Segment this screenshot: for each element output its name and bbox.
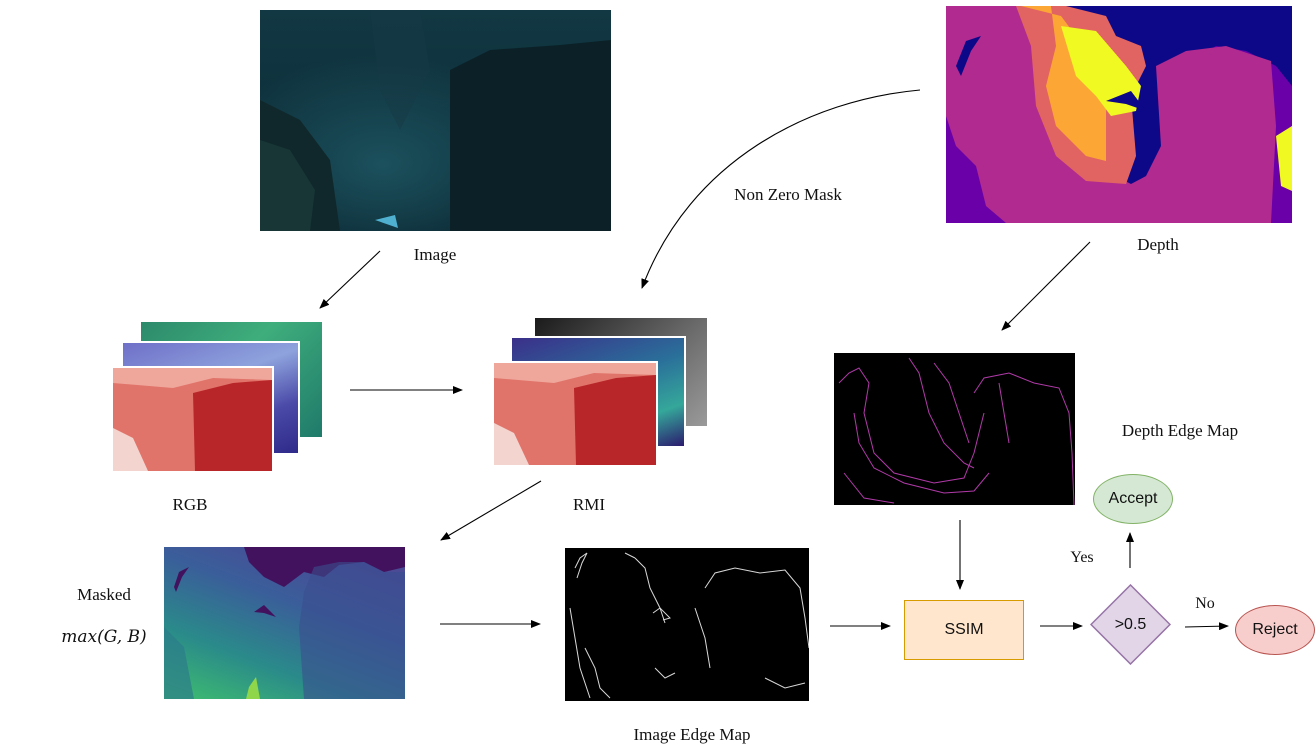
rgb-caption: RGB xyxy=(172,495,208,514)
depth-edge-map-caption: Depth Edge Map xyxy=(1121,421,1239,440)
ssim-label: SSIM xyxy=(944,621,984,638)
threshold-diamond xyxy=(1090,584,1171,665)
rgb-channel-red xyxy=(111,366,274,473)
arrow-rmi-to-masked xyxy=(440,480,542,541)
arrow-depth-to-rmi xyxy=(641,89,921,289)
depth-edge-map xyxy=(834,353,1075,505)
non-zero-mask-caption: Non Zero Mask xyxy=(734,185,842,204)
reject-label: Reject xyxy=(1252,621,1298,638)
reject-node: Reject xyxy=(1235,605,1315,655)
image-edge-map-caption: Image Edge Map xyxy=(633,725,751,744)
no-label: No xyxy=(1195,595,1215,612)
masked-caption: Masked xyxy=(77,585,131,604)
depth-caption: Depth xyxy=(1137,235,1179,254)
rmi-channel-red xyxy=(492,361,658,467)
masked-max-gb-image xyxy=(164,547,405,699)
rmi-caption: RMI xyxy=(572,495,606,514)
threshold-label-wrap: >0.5 xyxy=(1090,584,1171,665)
accept-node: Accept xyxy=(1093,474,1173,524)
image-edge-map xyxy=(565,548,809,701)
depth-image xyxy=(946,6,1292,223)
underwater-image xyxy=(260,10,611,231)
arrow-depth-to-depth-edge xyxy=(1001,241,1091,331)
yes-label: Yes xyxy=(1070,549,1094,566)
accept-label: Accept xyxy=(1108,490,1158,507)
image-caption: Image xyxy=(413,245,457,264)
masked-formula: max(G, B) xyxy=(61,627,147,647)
ssim-box: SSIM xyxy=(904,600,1024,660)
arrow-image-to-rgb xyxy=(319,250,381,309)
arrow-threshold-to-reject xyxy=(1184,622,1229,631)
threshold-label: >0.5 xyxy=(1114,615,1147,633)
